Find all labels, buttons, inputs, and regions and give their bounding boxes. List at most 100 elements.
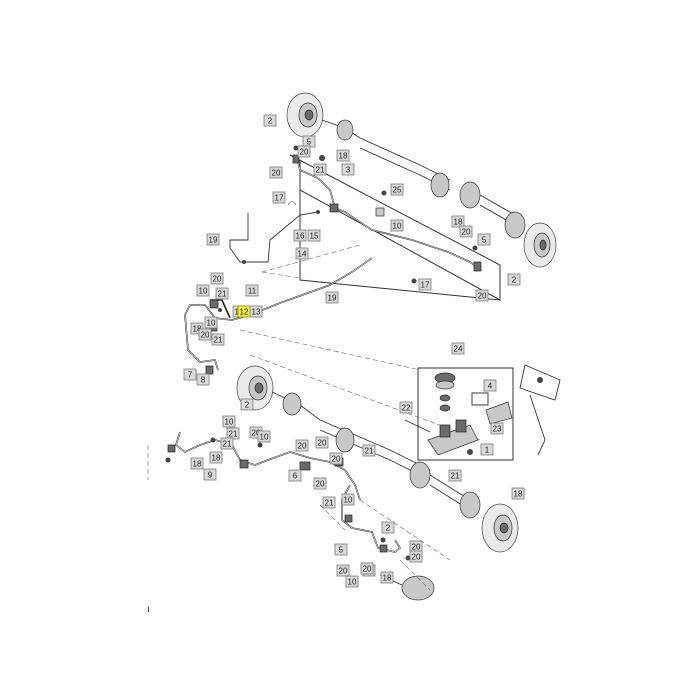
callout-label: 2: [245, 401, 250, 410]
callout-label: 5: [307, 138, 312, 147]
callout-10: 10: [204, 316, 218, 329]
rear-right-fitting: [473, 261, 482, 272]
callout-label: 2: [386, 524, 391, 533]
callout-label: 20: [252, 429, 261, 438]
callout-5: 5: [302, 135, 316, 148]
callout-2: 2: [507, 273, 521, 286]
callout-label: 10: [344, 496, 353, 505]
callout-20: 20: [315, 436, 329, 449]
callout-25: 25: [390, 183, 404, 196]
rear-tee-fitting: [292, 154, 300, 164]
callout-label: 9: [208, 471, 213, 480]
callout-22: 22: [399, 401, 413, 414]
callout-21: 21: [448, 469, 462, 482]
callout-20: 20: [295, 439, 309, 452]
callout-18: 18: [190, 457, 204, 470]
callout-13: 13: [249, 305, 263, 318]
callout-8: 8: [196, 373, 210, 386]
callout-label: 8: [201, 376, 206, 385]
callout-label: 22: [402, 404, 411, 413]
callout-label: 2: [268, 117, 273, 126]
callout-label: 6: [293, 472, 298, 481]
callout-label: 20: [213, 275, 222, 284]
callout-label: 20: [462, 228, 471, 237]
callout-20: 20: [475, 289, 489, 302]
callout-label: 20: [332, 455, 341, 464]
rear-left-driveshaft: [321, 119, 526, 239]
callout-12-highlighted: 12: [237, 305, 251, 318]
callout-18: 18: [380, 571, 394, 584]
callout-label: 17: [275, 194, 284, 203]
callout-label: 10: [207, 319, 216, 328]
callout-label: 10: [348, 578, 357, 587]
callout-label: 18: [193, 460, 202, 469]
callout-18: 18: [209, 451, 223, 464]
callout-21: 21: [313, 163, 327, 176]
callout-20: 20: [313, 477, 327, 490]
callout-4: 4: [483, 379, 497, 392]
callout-18: 18: [511, 487, 525, 500]
callout-21: 21: [226, 427, 240, 440]
callout-21: 21: [362, 444, 376, 457]
callout-label: 11: [248, 287, 257, 296]
callout-label: 19: [209, 236, 218, 245]
callout-label: 20: [316, 480, 325, 489]
callout-label: 21: [325, 499, 334, 508]
callout-label: 5: [482, 236, 487, 245]
rear-right-brake-disc: [523, 222, 557, 268]
callout-label: 20: [272, 169, 281, 178]
callout-10: 10: [341, 493, 355, 506]
callout-label: 24: [454, 345, 463, 354]
front-driveshaft: [271, 391, 481, 519]
callout-2: 2: [240, 398, 254, 411]
callout-2: 2: [263, 114, 277, 127]
brake-pedal-bracket: [519, 364, 561, 456]
callout-label: 5: [339, 546, 344, 555]
callout-20: 20: [459, 225, 473, 238]
callout-label: 18: [454, 218, 463, 227]
callout-1: 1: [480, 443, 494, 456]
callout-label: 18: [383, 574, 392, 583]
callout-10: 10: [196, 284, 210, 297]
callout-label: 21: [214, 336, 223, 345]
callout-20: 20: [269, 166, 283, 179]
callout-19: 19: [206, 233, 220, 246]
callout-18: 18: [451, 215, 465, 228]
callout-20: 20: [409, 540, 423, 553]
callout-label: 20: [412, 553, 421, 562]
callout-17: 17: [272, 191, 286, 204]
callout-20: 20: [329, 452, 343, 465]
callout-label: 25: [393, 186, 402, 195]
callout-21: 21: [322, 496, 336, 509]
rear-clip: [375, 207, 385, 217]
callout-21: 21: [211, 333, 225, 346]
callout-label: 20: [318, 439, 327, 448]
callout-label: 15: [310, 232, 319, 241]
master-cylinder-detail-frame: [417, 367, 514, 461]
callout-label: 21: [451, 472, 460, 481]
rear-frame-edge: [299, 190, 501, 301]
callout-10: 10: [257, 430, 271, 443]
callout-5: 5: [477, 233, 491, 246]
callout-label: 10: [225, 418, 234, 427]
callout-label: 21: [229, 430, 238, 439]
callout-23: 23: [490, 422, 504, 435]
callout-20: 20: [360, 562, 374, 575]
callout-label: 21: [316, 166, 325, 175]
callout-label: 20: [201, 331, 210, 340]
callout-20: 20: [198, 328, 212, 341]
callout-label: 23: [493, 425, 502, 434]
callout-18: 18: [190, 322, 204, 335]
footer-mark: ı: [147, 604, 150, 615]
callout-label: 17: [421, 281, 430, 290]
callout-11: 11: [245, 284, 259, 297]
callout-17: 17: [418, 278, 432, 291]
callout-9: 9: [203, 468, 217, 481]
callout-20: 20: [409, 550, 423, 563]
callout-19: 19: [325, 291, 339, 304]
highlighted-callout-label: 12: [240, 308, 249, 317]
callout-6: 6: [288, 469, 302, 482]
callout-15: 15: [307, 229, 321, 242]
callout-label: 21: [223, 440, 232, 449]
